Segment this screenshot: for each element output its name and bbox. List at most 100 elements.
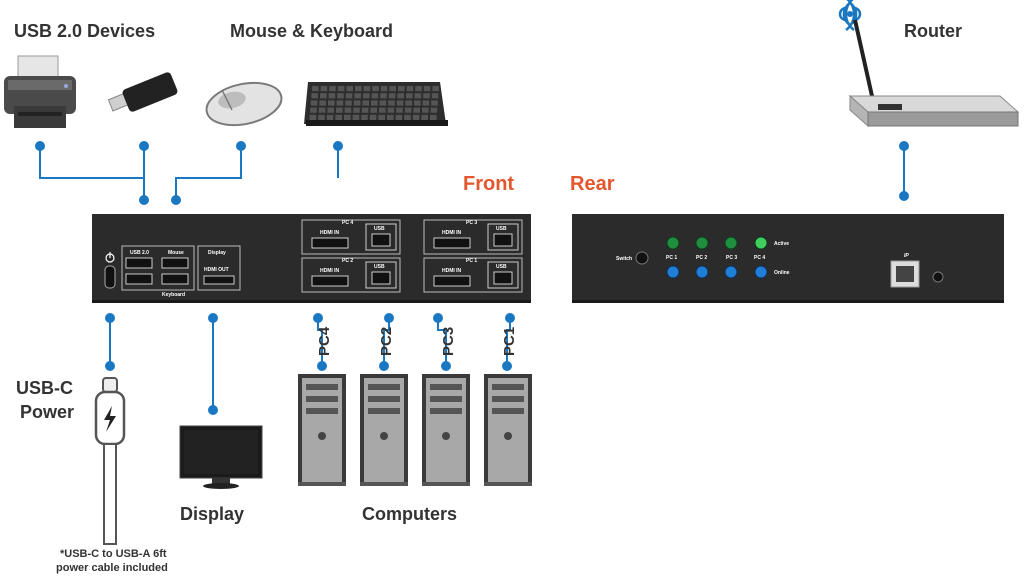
connector-lines: [39, 146, 905, 410]
connector-dots: [35, 141, 909, 415]
keyboard-icon: [304, 82, 448, 126]
keyboard-key: [337, 86, 345, 92]
keyboard-key: [353, 107, 360, 113]
switch-button: [635, 251, 649, 265]
router-label: Router: [904, 21, 962, 41]
computer-tower-2: [360, 374, 408, 486]
svg-text:HDMI IN: HDMI IN: [442, 230, 462, 236]
keyboard-key: [423, 93, 430, 99]
keyboard-key: [431, 100, 438, 106]
keyboard-key: [363, 93, 370, 99]
keyboard-key: [344, 114, 351, 120]
display-port-label: Display: [208, 250, 226, 256]
rear-label: Rear: [570, 173, 615, 195]
hdmi-out-label: HDMI OUT: [204, 267, 229, 273]
keyboard-key: [423, 86, 431, 92]
usb-a-ports: [125, 257, 189, 285]
keyboard-key: [354, 93, 361, 99]
keyboard-key: [353, 100, 361, 106]
usb20-port-label: USB 2.0: [130, 250, 149, 256]
monitor-icon: [179, 425, 263, 489]
keyboard-key: [414, 93, 422, 99]
keyboard-key: [415, 86, 422, 92]
keyboard-key: [389, 86, 396, 92]
keyboard-key: [380, 93, 387, 99]
printer-icon: [4, 55, 76, 128]
svg-text:USB: USB: [496, 226, 507, 232]
keyboard-key: [328, 100, 335, 106]
audio-jack: [932, 271, 944, 283]
usbc-power-label-2: Power: [20, 402, 74, 422]
keyboard-key: [363, 86, 371, 92]
ip-label: IP: [904, 253, 909, 259]
keyboard-key: [406, 93, 413, 99]
keyboard-key: [398, 86, 405, 92]
keyboard-key: [395, 114, 403, 120]
pc4-label: PC4: [316, 326, 333, 356]
usbc-port: [104, 265, 116, 289]
keyboard-key: [335, 114, 342, 120]
keyboard-key: [387, 107, 395, 113]
router-icon: [838, 0, 1020, 128]
keyboard-key: [328, 93, 336, 99]
keyboard-key: [388, 93, 396, 99]
keyboard-key: [405, 100, 412, 106]
keyboard-key: [346, 86, 353, 92]
power-note-line-2: power cable included: [56, 562, 168, 574]
wifi-signal-icon: [838, 0, 862, 31]
keyboard-key: [430, 114, 437, 120]
keyboard-key: [388, 100, 395, 106]
keyboard-key: [404, 114, 411, 120]
keyboard-key: [361, 114, 368, 120]
usbc-cable-icon: [94, 377, 126, 545]
keyboard-key: [396, 100, 404, 106]
keyboard-key: [372, 86, 379, 92]
hdmi-out-port: [203, 275, 235, 285]
usb-drive-icon: [107, 72, 178, 112]
pc-port-group-pc4: PC 4 HDMI IN USB: [301, 219, 401, 255]
keyboard-key: [318, 114, 325, 120]
pc1-label: PC1: [501, 327, 518, 356]
keyboard-key: [421, 114, 428, 120]
computers-label: Computers: [362, 504, 457, 524]
keyboard-key: [378, 114, 385, 120]
keyboard-key: [371, 93, 379, 99]
pc-port-group-pc3: PC 3 HDMI IN USB: [423, 219, 523, 255]
pc-port-group-pc2: PC 2 HDMI IN USB: [301, 257, 401, 293]
keyboard-key: [422, 107, 429, 113]
display-label: Display: [180, 504, 244, 524]
front-label: Front: [463, 173, 514, 195]
svg-text:HDMI IN: HDMI IN: [320, 230, 340, 236]
pc2-label: PC2: [378, 327, 395, 356]
mouse-icon: [205, 81, 283, 127]
keyboard-key: [344, 107, 352, 113]
rear-pc1-label: PC 1: [666, 255, 677, 261]
pc3-label: PC3: [440, 327, 457, 356]
keyboard-key: [355, 86, 362, 92]
online-leds: [666, 265, 768, 279]
usbc-power-label-1: USB-C: [16, 378, 73, 398]
keyboard-key: [320, 93, 327, 99]
keyboard-key: [310, 107, 317, 113]
keyboard-key: [431, 93, 439, 99]
front-panel: USB 2.0 Mouse Keyboard Display HDMI OUT …: [92, 214, 531, 303]
svg-text:PC 3: PC 3: [466, 220, 477, 226]
keyboard-key: [312, 86, 319, 92]
svg-text:USB: USB: [496, 264, 507, 270]
switch-label: Switch: [616, 256, 632, 262]
keyboard-key: [430, 107, 438, 113]
keyboard-key: [319, 100, 326, 106]
rear-pc3-label: PC 3: [726, 255, 737, 261]
keyboard-key: [396, 107, 403, 113]
keyboard-key: [370, 107, 377, 113]
keyboard-key: [310, 100, 318, 106]
svg-text:PC 4: PC 4: [342, 220, 353, 226]
keyboard-key: [345, 93, 353, 99]
usb-devices-label: USB 2.0 Devices: [14, 21, 155, 41]
svg-text:USB: USB: [374, 226, 385, 232]
computer-towers: [298, 374, 532, 486]
svg-text:PC 2: PC 2: [342, 258, 353, 264]
keyboard-key: [337, 93, 344, 99]
keyboard-key: [414, 100, 421, 106]
